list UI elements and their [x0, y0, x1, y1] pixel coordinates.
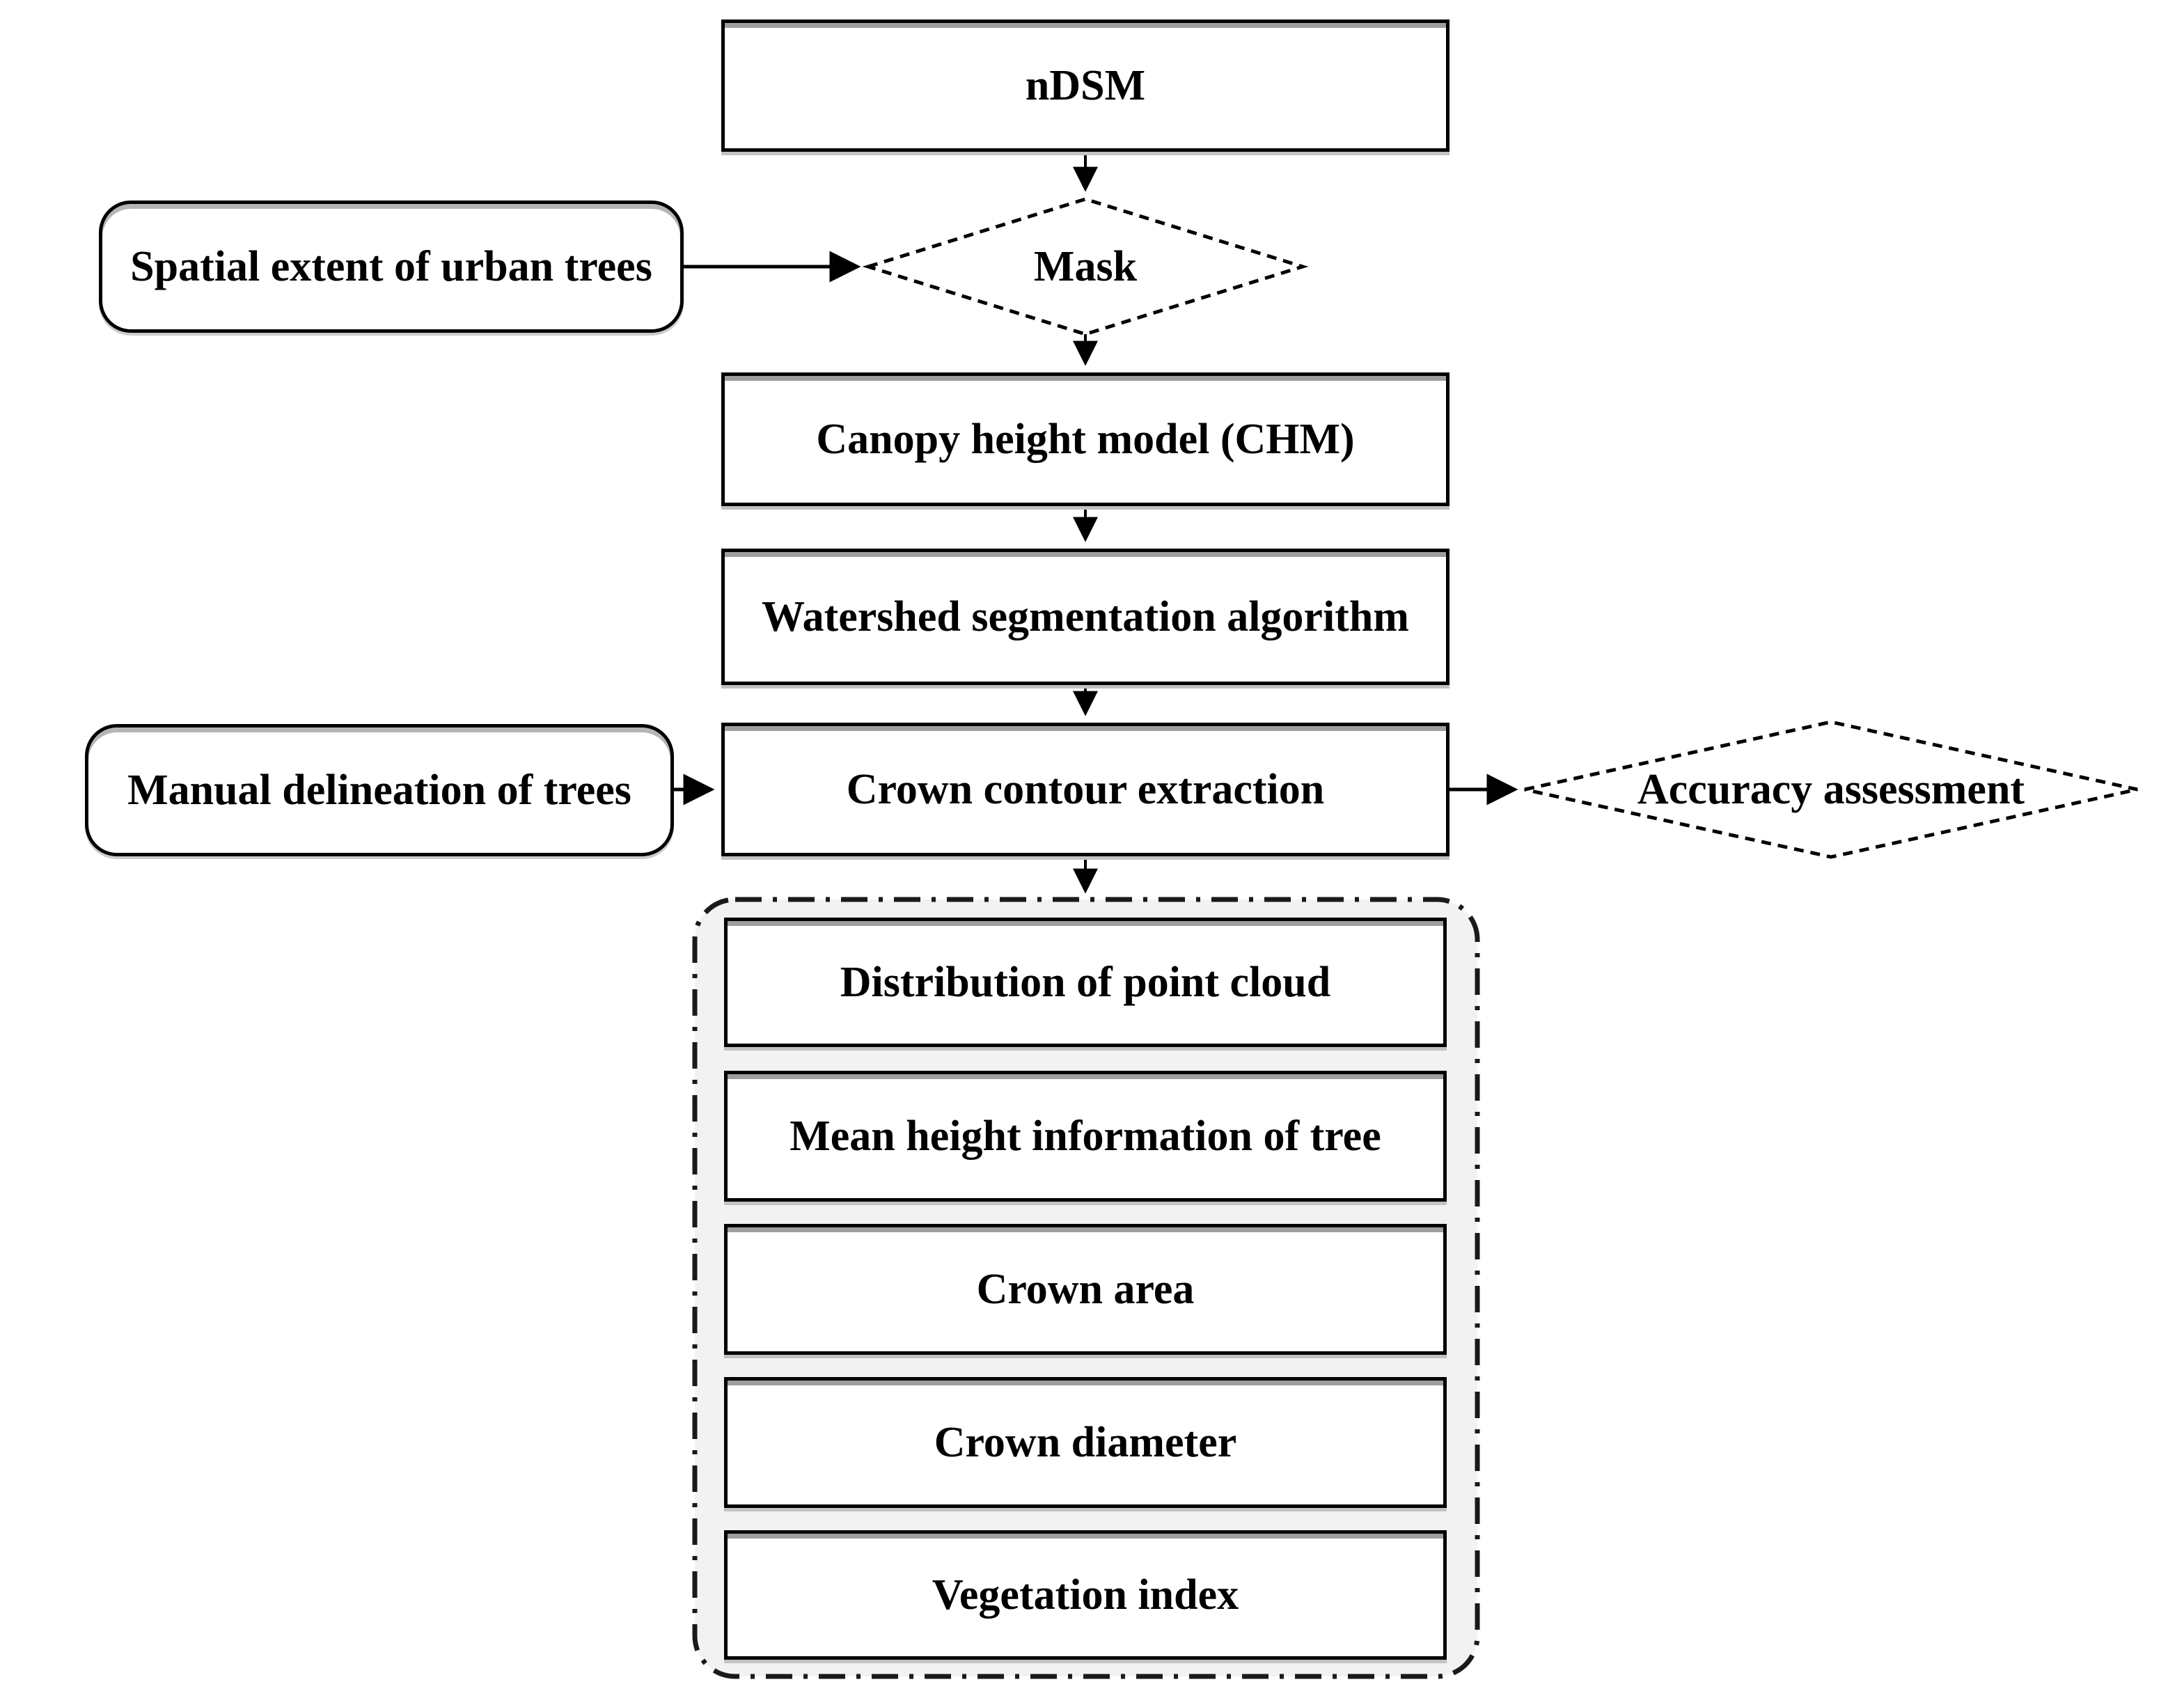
- node-watershed: Watershed segmentation algorithm: [721, 549, 1450, 685]
- node-spatial-extent: Spatial extent of urban trees: [99, 201, 684, 333]
- node-output-crown-diameter-label: Crown diameter: [934, 1418, 1237, 1466]
- node-spatial-extent-label: Spatial extent of urban trees: [130, 242, 652, 290]
- node-output-vegetation-index: Vegetation index: [724, 1530, 1447, 1660]
- node-crown-contour-label: Crown contour extraction: [846, 765, 1325, 813]
- mask-diamond-shape: [862, 197, 1309, 336]
- node-output-distribution-point-cloud: Distribution of point cloud: [724, 918, 1447, 1047]
- node-ndsm: nDSM: [721, 19, 1450, 152]
- node-watershed-label: Watershed segmentation algorithm: [762, 592, 1409, 640]
- node-output-mean-height: Mean height information of tree: [724, 1071, 1447, 1202]
- node-output-crown-diameter: Crown diameter: [724, 1377, 1447, 1508]
- node-chm: Canopy height model (CHM): [721, 372, 1450, 506]
- node-output-mean-height-label: Mean height information of tree: [789, 1112, 1381, 1160]
- node-crown-contour: Crown contour extraction: [721, 723, 1450, 856]
- node-output-distribution-point-cloud-label: Distribution of point cloud: [840, 958, 1331, 1006]
- node-manual-delineation-label: Manual delineation of trees: [127, 766, 631, 814]
- node-manual-delineation: Manual delineation of trees: [85, 724, 674, 856]
- node-output-crown-area: Crown area: [724, 1224, 1447, 1355]
- node-chm-label: Canopy height model (CHM): [816, 415, 1355, 463]
- accuracy-assessment-diamond-shape: [1524, 720, 2138, 859]
- node-output-vegetation-index-label: Vegetation index: [932, 1571, 1239, 1619]
- node-ndsm-label: nDSM: [1025, 61, 1146, 109]
- node-output-crown-area-label: Crown area: [976, 1265, 1195, 1313]
